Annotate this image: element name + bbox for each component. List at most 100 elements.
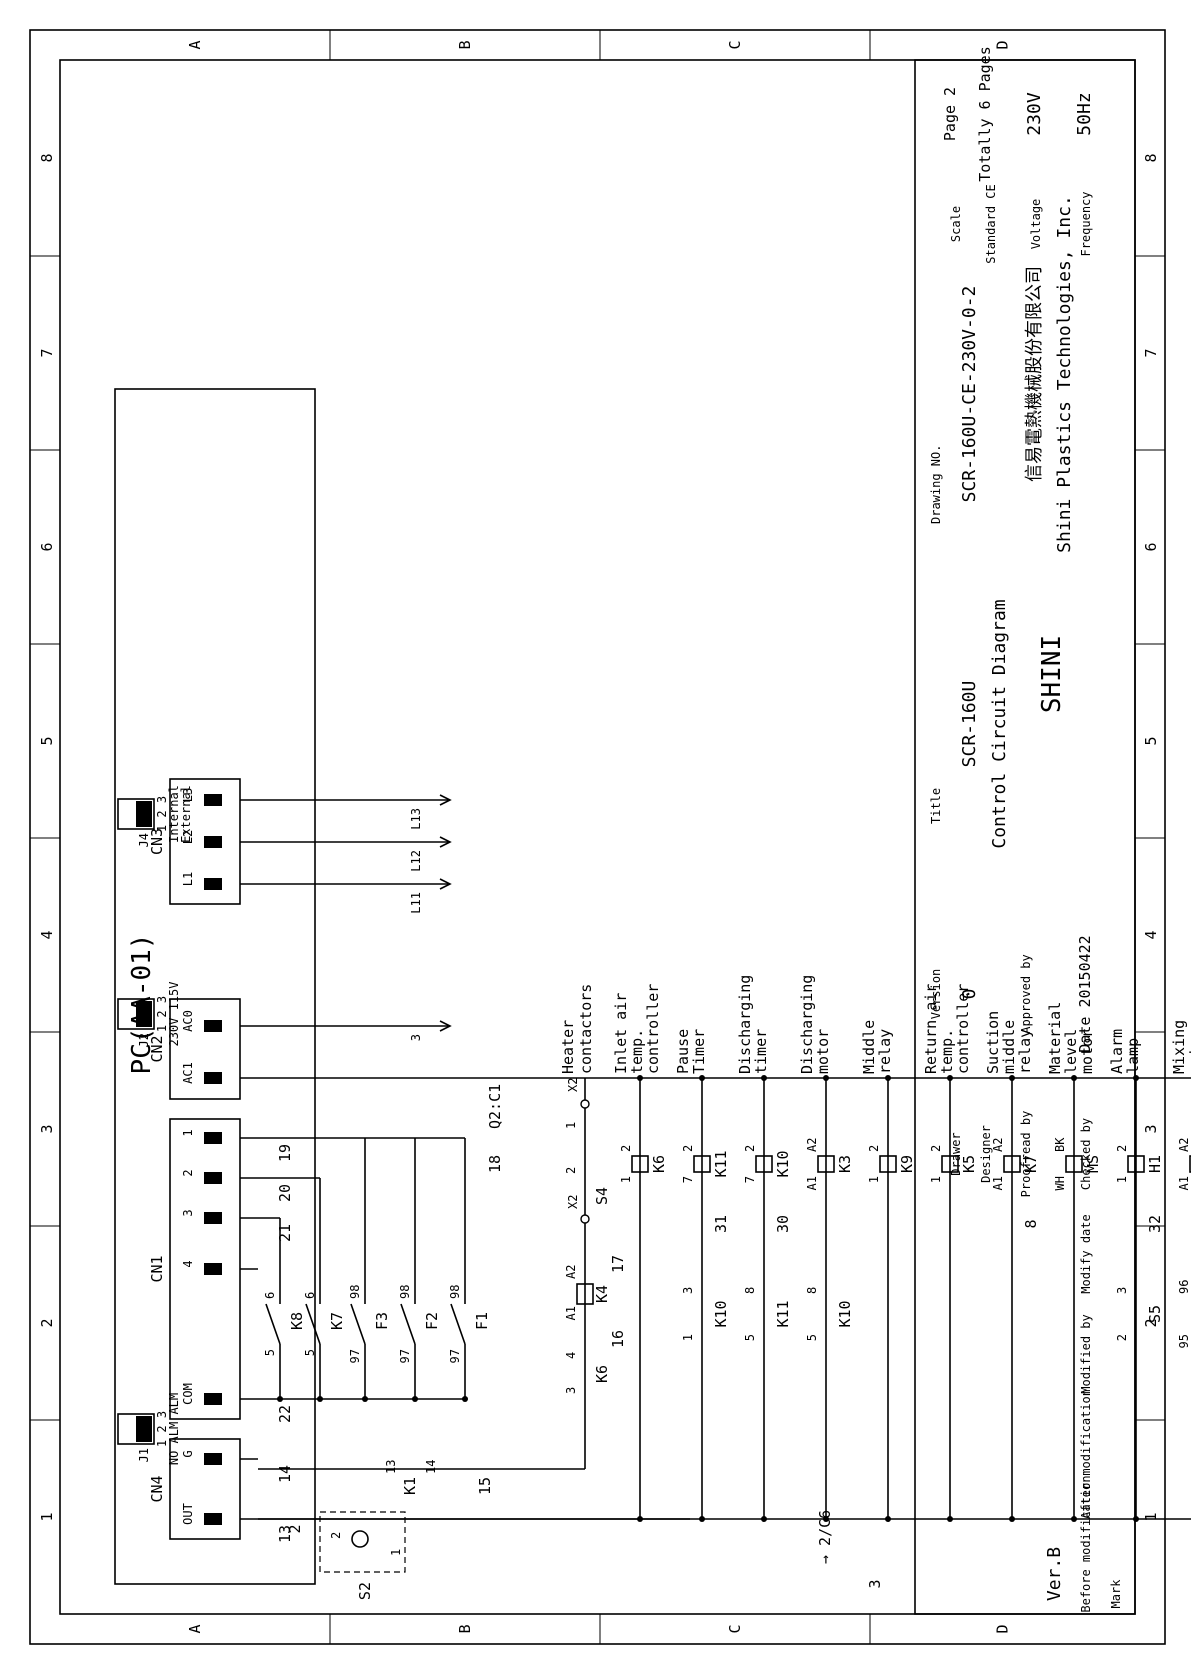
circuit-caption: contactors <box>577 984 595 1074</box>
title-label: Title <box>929 788 943 824</box>
wire-num: 22 <box>276 1405 294 1423</box>
coil <box>941 1155 959 1173</box>
lamp-symbol <box>351 1530 369 1548</box>
contact-blade <box>265 1303 281 1345</box>
company-cn: 信易電熱機械股份有限公司 <box>1024 266 1045 482</box>
coil-name: K4 <box>593 1285 611 1303</box>
contact-num: 5 <box>743 1334 757 1341</box>
circuit-caption: level <box>1062 1029 1080 1074</box>
mark: Mark <box>1109 1579 1123 1609</box>
connector-box <box>169 998 241 1100</box>
version-tag: Ver.B <box>1044 1547 1065 1601</box>
output-label: L11 <box>409 892 423 914</box>
drawing-no: SCR-160U-CE-230V-0-2 <box>959 286 980 503</box>
circuit-caption: Material <box>1046 1002 1064 1074</box>
voltage: 230V <box>1024 92 1045 136</box>
zone-row-label: D <box>994 40 1012 49</box>
coil-pin: WH <box>1053 1176 1067 1190</box>
zone-col-label: 4 <box>38 930 56 939</box>
coil-pin: A2 <box>564 1265 578 1279</box>
coil <box>817 1155 835 1173</box>
s2-frame <box>319 1511 406 1573</box>
coil <box>631 1155 649 1173</box>
coil-pin: A1 <box>991 1176 1005 1190</box>
junction-dot <box>637 1516 643 1522</box>
zone-row-label: B <box>456 1624 474 1633</box>
frequency: 50Hz <box>1074 92 1095 135</box>
pin-label: AC1 <box>181 1062 195 1084</box>
switch-num: 2 <box>329 1532 343 1539</box>
circuit-caption: lamp <box>1124 1038 1142 1074</box>
circuit-caption: middle <box>1000 1020 1018 1074</box>
circuit-caption: Inlet air <box>612 993 630 1074</box>
arrow <box>439 878 452 890</box>
coil-pin: 2 <box>1115 1145 1129 1152</box>
zone-col-label: 7 <box>1142 348 1160 357</box>
junction-dot <box>462 1396 468 1402</box>
coil-pin: 2 <box>619 1145 633 1152</box>
output-label: L12 <box>409 850 423 872</box>
circuit-caption: Mixing <box>1170 1020 1188 1074</box>
coil-name: K3 <box>836 1155 854 1173</box>
contact-num: 97 <box>448 1349 462 1363</box>
contact-name: K10 <box>836 1300 854 1327</box>
zone-col-label: 1 <box>38 1512 56 1521</box>
wire-num: 16 <box>609 1330 627 1348</box>
junction-dot <box>699 1516 705 1522</box>
contact-name: K1 <box>401 1477 419 1495</box>
circuit-caption: Heater <box>559 1020 577 1074</box>
ref-wire: 3 <box>866 1579 884 1588</box>
jumper-box <box>117 1413 155 1445</box>
proofread: Proofread by <box>1019 1111 1033 1198</box>
jumper-label: J1 <box>137 1448 151 1462</box>
pin-block <box>204 1513 222 1525</box>
coil-pin: A2 <box>991 1138 1005 1152</box>
circuit-caption: Suction <box>984 1011 1002 1074</box>
contact-num: 6 <box>303 1292 317 1299</box>
contact-num: 4 <box>564 1352 578 1359</box>
junction-dot <box>947 1516 953 1522</box>
pin-label: COM <box>181 1383 195 1405</box>
coil-pin: 7 <box>681 1176 695 1183</box>
coil-pin: 2 <box>681 1145 695 1152</box>
contact-num: 14 <box>424 1460 438 1474</box>
terminal-label: X2 <box>566 1078 580 1092</box>
circuit-caption: Return air <box>922 984 940 1074</box>
contact-num: 96 <box>1177 1280 1191 1294</box>
circuit-caption: temp. <box>938 1029 956 1074</box>
output-label: L13 <box>409 808 423 830</box>
junction-dot <box>885 1075 891 1081</box>
terminal-ring <box>580 1099 590 1109</box>
coil-pin: 7 <box>743 1176 757 1183</box>
contact-num: 95 <box>1177 1334 1191 1348</box>
version-label: Version <box>929 969 943 1020</box>
junction-dot <box>412 1396 418 1402</box>
junction-dot <box>1133 1075 1139 1081</box>
arrow <box>439 836 452 848</box>
coil-pin: A1 <box>1177 1176 1191 1190</box>
jumper-cap <box>136 801 152 827</box>
wire-num: 32 <box>1146 1215 1164 1233</box>
coil <box>1189 1155 1191 1173</box>
circuit-caption: Discharging <box>798 975 816 1074</box>
coil-pin: 1 <box>929 1176 943 1183</box>
checked: Checked by <box>1079 1118 1093 1190</box>
zone-col-label: 8 <box>38 153 56 162</box>
junction-dot <box>1071 1075 1077 1081</box>
zone-col-label: 3 <box>38 1124 56 1133</box>
jumper-nums: 1 2 3 <box>155 996 169 1032</box>
contact-num: 8 <box>805 1287 819 1294</box>
jumper-label: J2 <box>137 1033 151 1047</box>
coil-name: H1 <box>1146 1155 1164 1173</box>
zone-row-label: B <box>456 40 474 49</box>
pin-block <box>204 794 222 806</box>
jumper-box <box>117 998 155 1030</box>
terminal-ring <box>580 1214 590 1224</box>
switch-name: S2 <box>356 1582 374 1600</box>
junction-dot <box>947 1075 953 1081</box>
